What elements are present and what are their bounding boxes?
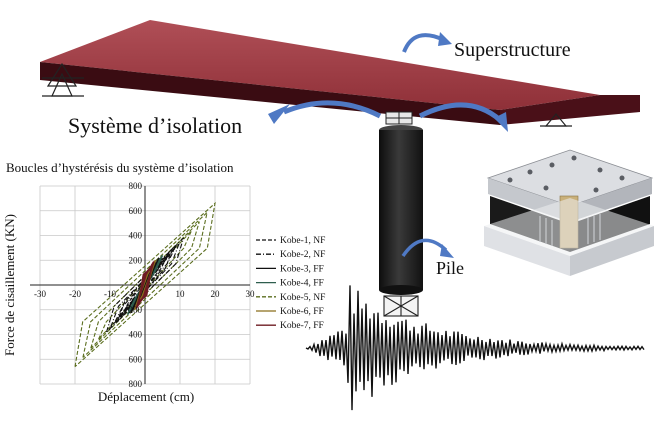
- y-tick-label: 400: [129, 231, 143, 241]
- series-line: [74, 201, 216, 368]
- y-tick-label: 400: [129, 330, 143, 340]
- y-tick-label: 600: [129, 206, 143, 216]
- legend-entry: Kobe-3, FF: [280, 264, 324, 274]
- legend-entry: Kobe-6, FF: [280, 307, 324, 317]
- chart-ticks: -30 -20 -10 10 20 30 800 600 400 200 200 400 600 800: [34, 181, 255, 389]
- isolation-bearing-icon: [484, 149, 654, 276]
- legend-entry: Kobe-7, FF: [280, 321, 324, 331]
- x-tick-label: 10: [176, 289, 186, 299]
- curved-arrow-icon: [268, 100, 382, 124]
- superstructure-label: Superstructure: [454, 39, 571, 61]
- isolation-system-label: Système d’isolation: [68, 113, 242, 138]
- superstructure-deck: [40, 20, 640, 125]
- chart-title: Boucles d’hystérésis du système d’isolat…: [6, 160, 234, 175]
- deck-front: [40, 62, 500, 125]
- legend-entry: Kobe-5, NF: [280, 293, 325, 303]
- curved-arrow-icon: [402, 32, 452, 53]
- x-tick-label: -30: [34, 289, 46, 299]
- legend-entry: Kobe-1, NF: [280, 236, 325, 246]
- y-axis-label: Force de cisaillement (KN): [2, 214, 17, 356]
- curved-arrow-icon: [401, 238, 454, 258]
- chart-series: [74, 201, 216, 368]
- deck-side: [500, 95, 640, 125]
- x-tick-label: -10: [104, 289, 116, 299]
- y-tick-label: 800: [129, 379, 143, 389]
- series-line: [135, 261, 155, 309]
- chart-legend: Kobe-1, NF Kobe-2, NF Kobe-3, FF Kobe-4, FF…: [256, 236, 325, 331]
- y-tick-label: 200: [129, 305, 143, 315]
- y-tick-label: 800: [129, 181, 143, 191]
- left-support-icon: [42, 62, 84, 97]
- deck-top: [40, 20, 600, 110]
- hysteresis-chart: Boucles d’hystérésis du système d’isolat…: [2, 160, 325, 404]
- x-tick-label: 30: [246, 289, 256, 299]
- top-isolator-icon: [385, 111, 413, 125]
- right-support-icon: [540, 113, 572, 127]
- bottom-isolator-icon: [383, 295, 419, 317]
- pile-label: Pile: [436, 258, 464, 278]
- y-tick-label: 200: [129, 255, 143, 265]
- series-line: [105, 237, 185, 333]
- pile-column: [379, 125, 423, 295]
- x-axis-label: Déplacement (cm): [98, 389, 194, 404]
- legend-entry: Kobe-2, NF: [280, 250, 325, 260]
- y-tick-label: 600: [129, 354, 143, 364]
- x-tick-label: -20: [69, 289, 81, 299]
- curved-arrow-icon: [418, 102, 508, 132]
- x-tick-label: 20: [211, 289, 221, 299]
- legend-entry: Kobe-4, FF: [280, 279, 324, 289]
- seismic-wave-icon: [305, 285, 645, 411]
